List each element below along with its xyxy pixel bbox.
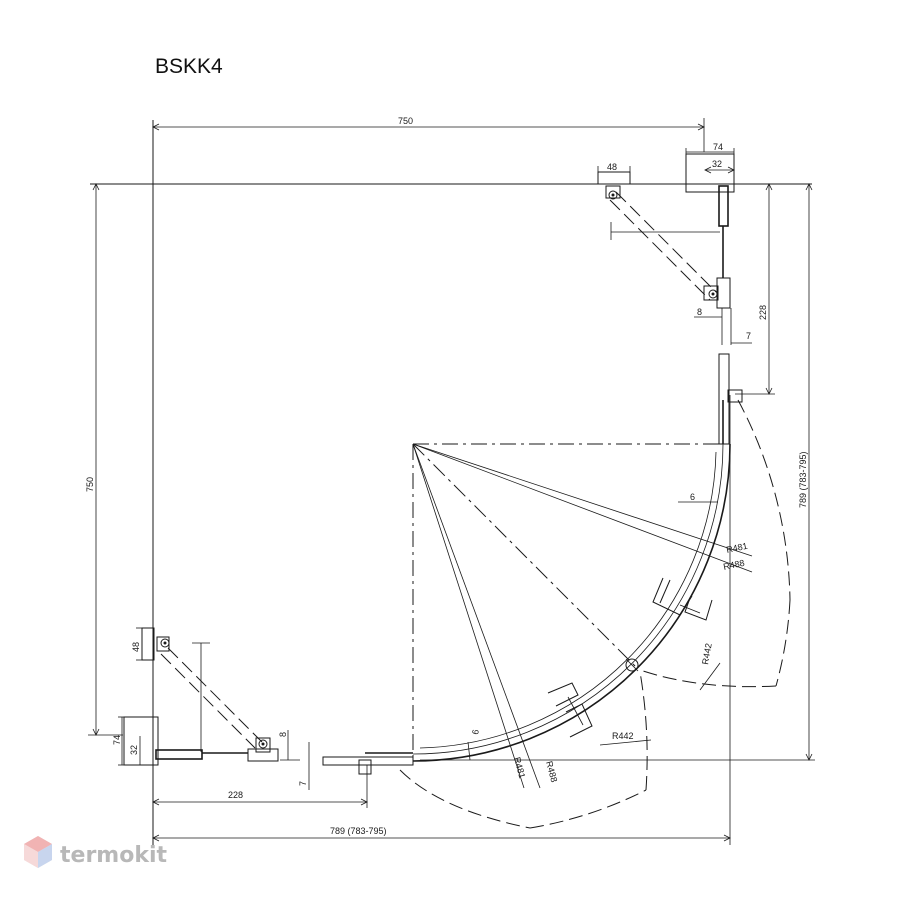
corner-profile-bottom-left: 74 32 [112, 716, 203, 766]
termokit-wordmark: termokit [60, 843, 167, 868]
dim-label-gap-left-7: 7 [298, 781, 308, 786]
stabilizer-bar-top [609, 191, 731, 309]
bracket-top: 48 [597, 162, 631, 200]
door-handle-upper [652, 577, 713, 621]
dim-label-bottom-door: 228 [228, 790, 243, 800]
dim-label-r481-right: R481 [725, 541, 748, 555]
dim-label-right-door: 228 [758, 305, 768, 320]
door-handle-lower [547, 682, 593, 738]
fixed-panel-bottom: 8 7 [202, 730, 414, 790]
dim-label-r488-bottom: R488 [544, 760, 559, 783]
dim-bottom-door: 228 [152, 765, 368, 808]
dim-right-door: 228 [735, 183, 775, 395]
dim-label-gap-top-8: 8 [697, 307, 702, 317]
dim-right-height: 789 (783-795) [420, 183, 815, 761]
dim-label-left-height: 750 [85, 477, 95, 492]
dim-label-angle-bottom: 6 [470, 729, 481, 736]
dim-label-gap-left-8: 8 [278, 732, 288, 737]
corner-profile-top-right: 74 32 [685, 142, 735, 227]
dim-left-height: 750 [85, 183, 123, 736]
dim-label-corner-top-outer: 74 [713, 142, 723, 152]
dim-label-bracket-left: 48 [131, 642, 141, 652]
model-title: BSKK4 [155, 55, 223, 78]
dim-label-bracket-top: 48 [607, 162, 617, 172]
dim-label-gap-top-7: 7 [746, 331, 751, 341]
dim-label-corner-left-inner: 32 [129, 745, 139, 755]
bracket-left: 48 [131, 627, 170, 661]
dim-label-angle-right: 6 [690, 492, 695, 502]
dim-label-top-width: 750 [398, 116, 413, 126]
dim-label-r442-bottom: R442 [612, 731, 634, 741]
swing-arcs [399, 399, 791, 829]
dim-label-bottom-width: 789 (783-795) [330, 826, 387, 836]
center-construction [412, 443, 753, 789]
dim-label-r481-bottom: R481 [512, 756, 527, 779]
termokit-logo: termokit [24, 836, 167, 868]
curved-doors [412, 443, 731, 762]
stabilizer-bar-left [160, 642, 279, 762]
dim-label-r488-right: R488 [722, 558, 745, 572]
fixed-panel-right: 8 7 [694, 226, 752, 445]
dim-label-right-height: 789 (783-795) [798, 451, 808, 508]
dim-label-r442-right: R442 [700, 642, 714, 665]
dim-bottom-width: 789 (783-795) [152, 395, 731, 845]
dim-top-width: 750 [152, 116, 705, 152]
dim-label-corner-top-inner: 32 [712, 159, 722, 169]
dim-label-corner-left-outer: 74 [112, 735, 122, 745]
